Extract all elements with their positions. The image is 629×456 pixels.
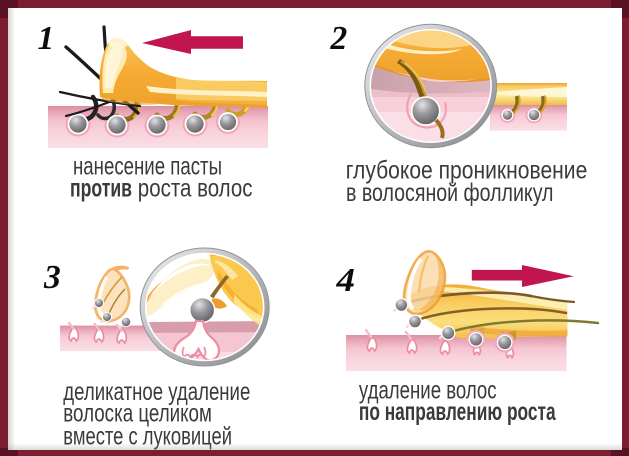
- svg-text:деликатное удаление: деликатное удаление: [63, 378, 250, 406]
- svg-text:3: 3: [43, 259, 61, 296]
- svg-text:удаление волос: удаление волос: [359, 377, 497, 405]
- svg-text:4: 4: [335, 262, 355, 299]
- svg-text:глубокое проникновение: глубокое проникновение: [346, 156, 588, 184]
- svg-text:нанесение пасты: нанесение пасты: [73, 153, 222, 181]
- svg-text:2: 2: [330, 20, 348, 57]
- svg-text:в волосяной фолликул: в волосяной фолликул: [346, 179, 554, 207]
- svg-text:роста волос: роста волос: [138, 175, 253, 203]
- svg-text:по направлению роста: по направлению роста: [359, 398, 556, 426]
- svg-text:1: 1: [38, 20, 55, 57]
- svg-text:волоска целиком: волоска целиком: [63, 400, 212, 428]
- svg-text:против: против: [70, 175, 132, 203]
